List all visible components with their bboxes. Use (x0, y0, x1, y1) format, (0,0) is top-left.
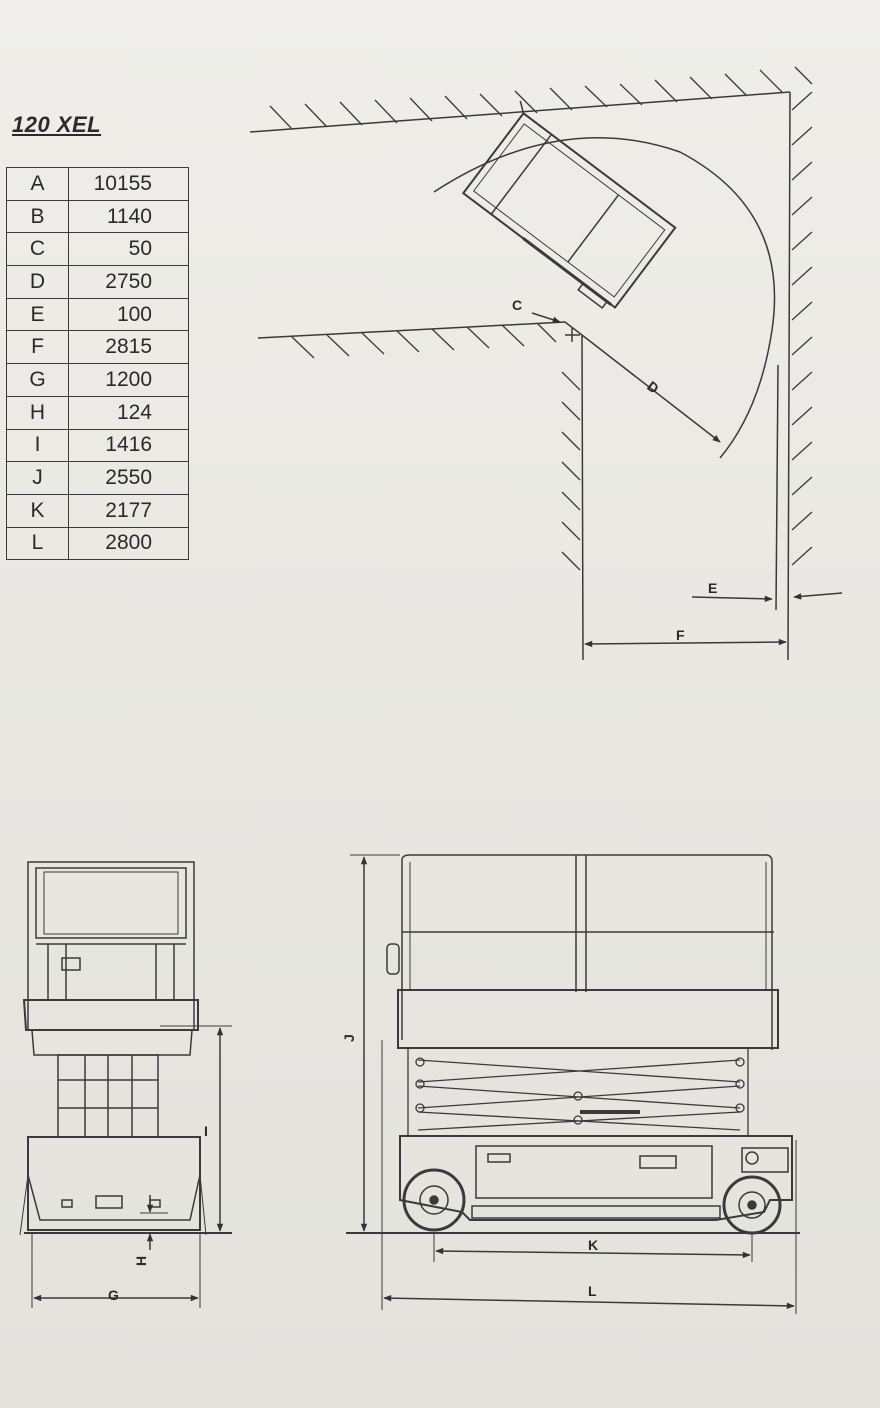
dimension-key: I (6, 428, 69, 463)
label-g: G (108, 1287, 119, 1303)
dimension-value: 2800 (68, 526, 189, 561)
dimension-value: 50 (68, 232, 189, 267)
machine-plan-outline (461, 100, 677, 309)
dimension-key: J (6, 461, 69, 495)
side-platform (397, 989, 779, 1049)
inner-wall-hatching (291, 322, 581, 571)
dimension-value: 2177 (68, 493, 189, 528)
dimension-f-line (584, 638, 787, 648)
dimension-key: A (6, 167, 69, 201)
dimension-key: C (6, 232, 69, 267)
dimension-key: B (6, 199, 69, 234)
label-i: I (204, 1123, 208, 1139)
model-title: 120 XEL (12, 112, 102, 137)
label-d: D (644, 378, 662, 397)
side-view-drawing (346, 854, 800, 1314)
dimension-key: F (6, 330, 69, 365)
label-k: K (588, 1237, 598, 1253)
dimension-value: 1200 (68, 363, 189, 397)
dimension-key: G (6, 363, 69, 397)
dimension-l-line (383, 1294, 795, 1310)
right-wall-hatching (791, 91, 813, 566)
side-guardrail (401, 854, 773, 1050)
dimension-value: 124 (68, 395, 189, 430)
label-e: E (708, 580, 717, 596)
front-view-drawing (19, 861, 232, 1308)
top-wall-hatching (269, 66, 813, 130)
dimension-value: 10155 (68, 167, 189, 201)
dimension-value: 100 (68, 297, 189, 332)
dimension-key: E (6, 297, 69, 332)
dimension-value: 2815 (68, 330, 189, 365)
front-chassis (27, 1136, 201, 1231)
label-j: J (341, 1034, 357, 1042)
side-chassis (399, 1135, 793, 1221)
radius-d-line (581, 334, 721, 443)
dimension-k-line (435, 1247, 751, 1259)
turning-radius-diagram (249, 66, 843, 661)
label-c: C (512, 297, 522, 313)
inner-wall-line (257, 321, 584, 661)
top-wall-line (249, 91, 791, 133)
label-l: L (588, 1283, 597, 1299)
label-h: H (133, 1256, 149, 1266)
front-guardrail (27, 861, 195, 1030)
label-f: F (676, 627, 685, 643)
side-scissor-arms (407, 1047, 749, 1137)
right-wall-line (787, 91, 791, 661)
dimension-key: D (6, 265, 69, 299)
side-front-wheel (402, 1168, 466, 1232)
